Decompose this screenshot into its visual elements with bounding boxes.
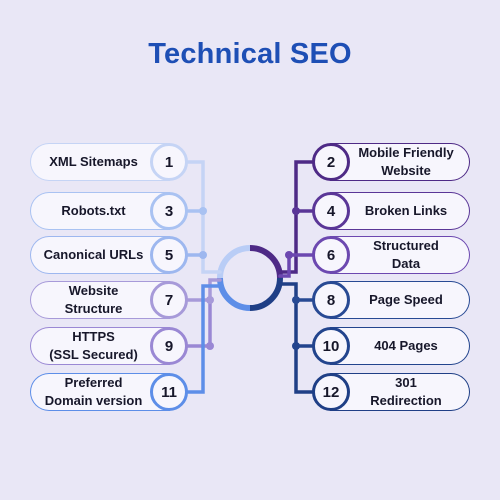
item-number-circle: 4: [312, 192, 350, 230]
item-number-circle: 8: [312, 281, 350, 319]
item-number-circle: 1: [150, 143, 188, 181]
right-item-pill: Mobile Friendly Website: [330, 143, 470, 181]
right-connector-dots: [285, 207, 300, 350]
left-item-pill: Preferred Domain version: [30, 373, 170, 411]
item-label-broken-links: Broken Links: [364, 203, 448, 218]
center-ring: [217, 245, 283, 311]
item-label-https: HTTPS (SSL Secured): [49, 329, 138, 362]
right-connectors: [278, 160, 314, 394]
left-connector-dots: [199, 207, 214, 350]
item-label-404-pages: 404 Pages: [374, 338, 438, 353]
item-number-circle: 12: [312, 373, 350, 411]
item-label-preferred-domain: Preferred Domain version: [44, 375, 143, 408]
right-item-pill: Page Speed: [330, 281, 470, 319]
left-connectors: [186, 160, 222, 394]
right-item-pill: 404 Pages: [330, 327, 470, 365]
right-item-pill: Broken Links: [330, 192, 470, 230]
item-label-mobile-friendly: Mobile Friendly Website: [358, 145, 454, 178]
page-title: Technical SEO: [148, 38, 352, 70]
left-item-pill: Robots.txt: [30, 192, 170, 230]
item-label-website-structure: Website Structure: [64, 283, 123, 316]
right-item-pill: 301 Redirection: [330, 373, 470, 411]
left-item-pill: Canonical URLs: [30, 236, 170, 274]
item-label-canonical-urls: Canonical URLs: [43, 247, 144, 262]
item-label-301-redirection: 301 Redirection: [370, 375, 442, 408]
right-item-pill: Structured Data: [330, 236, 470, 274]
item-number-circle: 11: [150, 373, 188, 411]
item-label-page-speed: Page Speed: [369, 292, 443, 307]
item-number-circle: 9: [150, 327, 188, 365]
item-number-circle: 10: [312, 327, 350, 365]
item-number-circle: 3: [150, 192, 188, 230]
left-item-pill: XML Sitemaps: [30, 143, 170, 181]
item-number-circle: 2: [312, 143, 350, 181]
item-number-circle: 7: [150, 281, 188, 319]
item-label-robots-txt: Robots.txt: [61, 203, 126, 218]
item-number-circle: 6: [312, 236, 350, 274]
left-item-pill: HTTPS (SSL Secured): [30, 327, 170, 365]
left-item-pill: Website Structure: [30, 281, 170, 319]
item-number-circle: 5: [150, 236, 188, 274]
item-label-structured-data: Structured Data: [373, 238, 439, 271]
item-label-xml-sitemaps: XML Sitemaps: [49, 154, 138, 169]
